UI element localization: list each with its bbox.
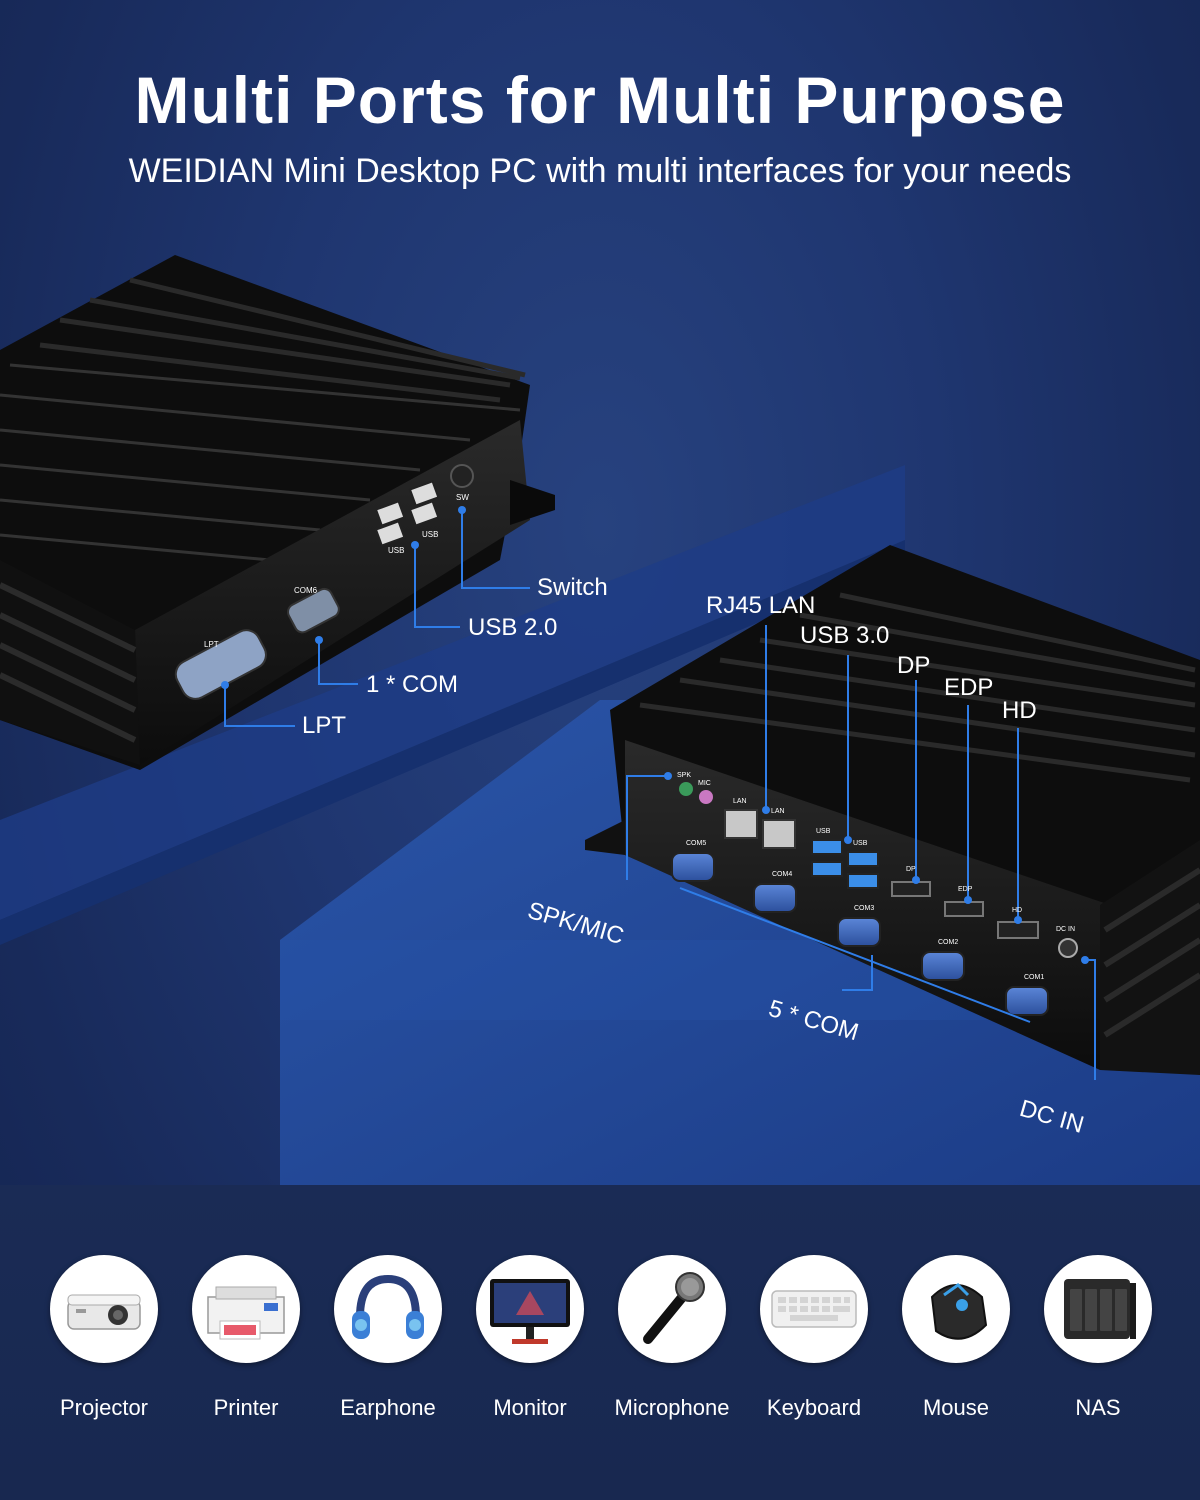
callout-edp: EDP [944, 674, 994, 701]
device-monitor: Monitor [459, 1255, 601, 1421]
silk-mic: MIC [698, 780, 711, 787]
monitor-icon [476, 1255, 584, 1363]
pedestal-back [0, 465, 905, 945]
printer-icon [192, 1255, 300, 1363]
silk-usb-1: USB [816, 828, 831, 835]
silk-sw: SW [456, 493, 469, 502]
device-mouse: Mouse [885, 1255, 1027, 1421]
device-label: Keyboard [766, 1395, 862, 1420]
silk-lan-2: LAN [771, 808, 785, 815]
silk-edp: EDP [958, 886, 973, 893]
headphones-icon [334, 1255, 442, 1363]
page-title: Multi Ports for Multi Purpose [134, 63, 1066, 137]
silk-com2: COM2 [938, 939, 959, 946]
nas-icon [1044, 1255, 1152, 1363]
page-subtitle: WEIDIAN Mini Desktop PC with multi inter… [128, 152, 1072, 190]
microphone-icon [618, 1255, 726, 1363]
silk-usb-b: USB [422, 530, 439, 539]
silk-lpt: LPT [204, 640, 219, 649]
silk-usb-a: USB [388, 546, 405, 555]
device-label: Projector [59, 1395, 149, 1420]
device-label: NAS [1075, 1395, 1121, 1420]
callout-usb2: USB 2.0 [468, 614, 558, 641]
silk-com6: COM6 [294, 586, 318, 595]
silk-spk: SPK [677, 772, 692, 779]
mouse-icon [902, 1255, 1010, 1363]
device-earphone: Earphone [317, 1255, 459, 1421]
keyboard-icon [760, 1255, 868, 1363]
device-label: Mouse [922, 1395, 990, 1420]
callout-dp: DP [897, 652, 931, 679]
silk-lan-1: LAN [733, 798, 747, 805]
silk-dc-in: DC IN [1056, 926, 1076, 933]
device-label: Monitor [493, 1395, 567, 1420]
silk-com1: COM1 [1024, 974, 1045, 981]
callout-usb3: USB 3.0 [800, 622, 890, 649]
device-label: Microphone [614, 1395, 730, 1420]
device-printer: Printer [175, 1255, 317, 1421]
projector-icon [50, 1255, 158, 1363]
device-microphone: Microphone [601, 1255, 743, 1421]
callout-rj45-lan: RJ45 LAN [706, 592, 816, 619]
silk-dp: DP [906, 866, 916, 873]
callout-switch: Switch [537, 574, 608, 601]
mini-pc-front-unit [585, 545, 1200, 1075]
device-keyboard: Keyboard [743, 1255, 885, 1421]
hero-illustration [0, 255, 1200, 1185]
silk-hd: HD [1012, 907, 1023, 914]
silk-com5: COM5 [686, 840, 707, 847]
callout-hd: HD [1002, 697, 1037, 724]
mini-pc-back-unit [0, 255, 555, 770]
callout-lpt: LPT [302, 712, 347, 739]
device-projector: Projector [33, 1255, 175, 1421]
callout-com: 1 * COM [366, 671, 459, 698]
device-label: Printer [213, 1395, 279, 1420]
silk-com4: COM4 [772, 871, 793, 878]
silk-com3: COM3 [854, 905, 875, 912]
device-nas: NAS [1027, 1255, 1169, 1421]
compatible-devices-strip: Projector Printer [0, 1185, 1200, 1500]
device-label: Earphone [340, 1395, 436, 1420]
silk-usb-2: USB [853, 840, 868, 847]
